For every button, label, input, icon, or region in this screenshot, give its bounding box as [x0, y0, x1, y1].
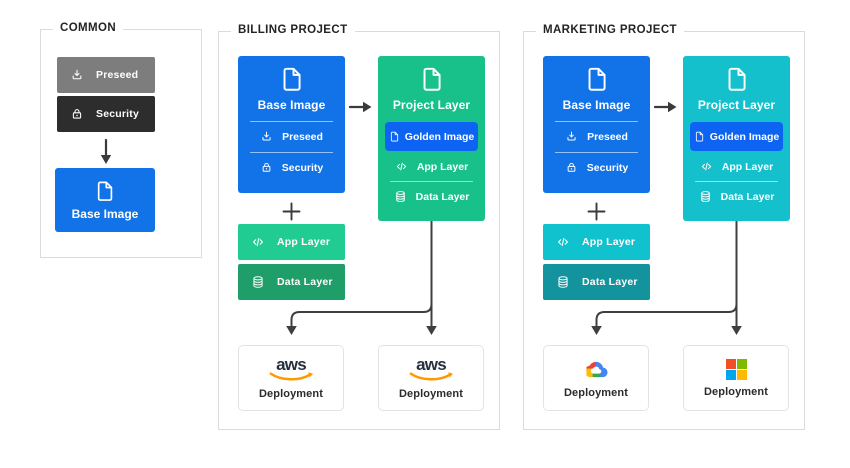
base-image-card: Base Image — [55, 168, 155, 232]
lock-icon — [260, 161, 273, 174]
preseed-label: Preseed — [282, 130, 323, 143]
project-layer-title: Project Layer — [697, 98, 776, 112]
aws-wordmark: aws — [276, 355, 307, 374]
microsoft-logo — [725, 358, 747, 380]
project-layer-title: Project Layer — [392, 98, 471, 112]
panel-billing-project: BILLING PROJECT Base Image Preseed Secur… — [218, 24, 500, 430]
data-layer-label: Data Layer — [582, 276, 638, 288]
document-icon — [389, 131, 400, 142]
security-chip: Security — [57, 96, 155, 132]
plus-icon — [282, 202, 301, 221]
divider — [250, 152, 333, 153]
deployment-card: Deployment — [543, 345, 649, 411]
project-layer-card: Project Layer Golden Image App Layer Dat… — [378, 56, 485, 221]
app-layer-chip: App Layer — [238, 224, 345, 260]
data-layer-chip: Data Layer — [543, 264, 650, 300]
lock-icon — [70, 107, 84, 121]
database-icon — [394, 190, 407, 203]
download-icon — [260, 130, 273, 143]
document-icon — [724, 66, 750, 92]
lock-icon — [565, 161, 578, 174]
down-arrow-icon — [100, 138, 112, 164]
golden-image-badge: Golden Image — [690, 122, 783, 151]
golden-image-badge: Golden Image — [385, 122, 478, 151]
panel-common: COMMON Preseed Security Base Image — [40, 22, 202, 258]
code-icon — [700, 160, 713, 173]
security-label: Security — [96, 108, 140, 120]
app-layer-row: App Layer — [395, 160, 468, 173]
security-row: Security — [565, 161, 628, 174]
code-icon — [251, 235, 265, 249]
app-layer-label: App Layer — [721, 160, 774, 173]
database-icon — [699, 190, 712, 203]
app-layer-row: App Layer — [700, 160, 773, 173]
document-icon — [94, 180, 116, 202]
deployment-label: Deployment — [704, 385, 768, 398]
base-image-label: Base Image — [71, 206, 139, 221]
data-layer-row: Data Layer — [394, 190, 470, 203]
deployment-card: aws Deployment — [378, 345, 484, 411]
preseed-row: Preseed — [260, 130, 323, 143]
deployment-label: Deployment — [259, 388, 323, 400]
panel-billing-title: BILLING PROJECT — [231, 24, 355, 36]
security-label: Security — [281, 161, 324, 174]
database-icon — [556, 275, 570, 289]
divider — [555, 121, 638, 122]
data-layer-label: Data Layer — [415, 190, 470, 203]
right-arrow-icon — [654, 101, 677, 113]
download-icon — [565, 130, 578, 143]
document-icon — [694, 131, 705, 142]
golden-image-label: Golden Image — [709, 130, 780, 143]
plus-icon — [587, 202, 606, 221]
security-row: Security — [260, 161, 323, 174]
right-arrow-icon — [349, 101, 372, 113]
deployment-label: Deployment — [564, 386, 628, 399]
preseed-row: Preseed — [565, 130, 628, 143]
app-layer-label: App Layer — [582, 236, 636, 248]
security-label: Security — [586, 161, 629, 174]
document-icon — [279, 66, 305, 92]
download-icon — [70, 68, 84, 82]
document-icon — [584, 66, 610, 92]
deployment-card: aws Deployment — [238, 345, 344, 411]
document-icon — [419, 66, 445, 92]
aws-smile-icon — [269, 372, 313, 381]
base-image-title: Base Image — [257, 98, 326, 112]
aws-logo: aws — [409, 356, 453, 382]
divider — [250, 121, 333, 122]
code-icon — [395, 160, 408, 173]
base-image-title: Base Image — [562, 98, 631, 112]
data-layer-row: Data Layer — [699, 190, 775, 203]
panel-common-title: COMMON — [53, 22, 124, 34]
divider — [555, 152, 638, 153]
panel-marketing-project: MARKETING PROJECT Base Image Preseed Sec… — [523, 24, 805, 430]
code-icon — [556, 235, 570, 249]
base-image-card: Base Image Preseed Security — [238, 56, 345, 193]
divider — [695, 181, 778, 182]
base-image-card: Base Image Preseed Security — [543, 56, 650, 193]
database-icon — [251, 275, 265, 289]
aws-wordmark: aws — [416, 355, 447, 374]
data-layer-label: Data Layer — [277, 276, 333, 288]
aws-smile-icon — [409, 372, 453, 381]
deployment-label: Deployment — [399, 388, 463, 400]
data-layer-chip: Data Layer — [238, 264, 345, 300]
preseed-label: Preseed — [587, 130, 628, 143]
golden-image-label: Golden Image — [404, 130, 475, 143]
data-layer-label: Data Layer — [720, 190, 775, 203]
google-cloud-logo — [584, 357, 608, 381]
preseed-chip: Preseed — [57, 57, 155, 93]
project-layer-card: Project Layer Golden Image App Layer Dat… — [683, 56, 790, 221]
divider — [390, 181, 473, 182]
aws-logo: aws — [269, 356, 313, 382]
app-layer-label: App Layer — [416, 160, 469, 173]
panel-marketing-title: MARKETING PROJECT — [536, 24, 684, 36]
deployment-card: Deployment — [683, 345, 789, 411]
app-layer-chip: App Layer — [543, 224, 650, 260]
app-layer-label: App Layer — [277, 236, 331, 248]
preseed-label: Preseed — [96, 69, 139, 81]
